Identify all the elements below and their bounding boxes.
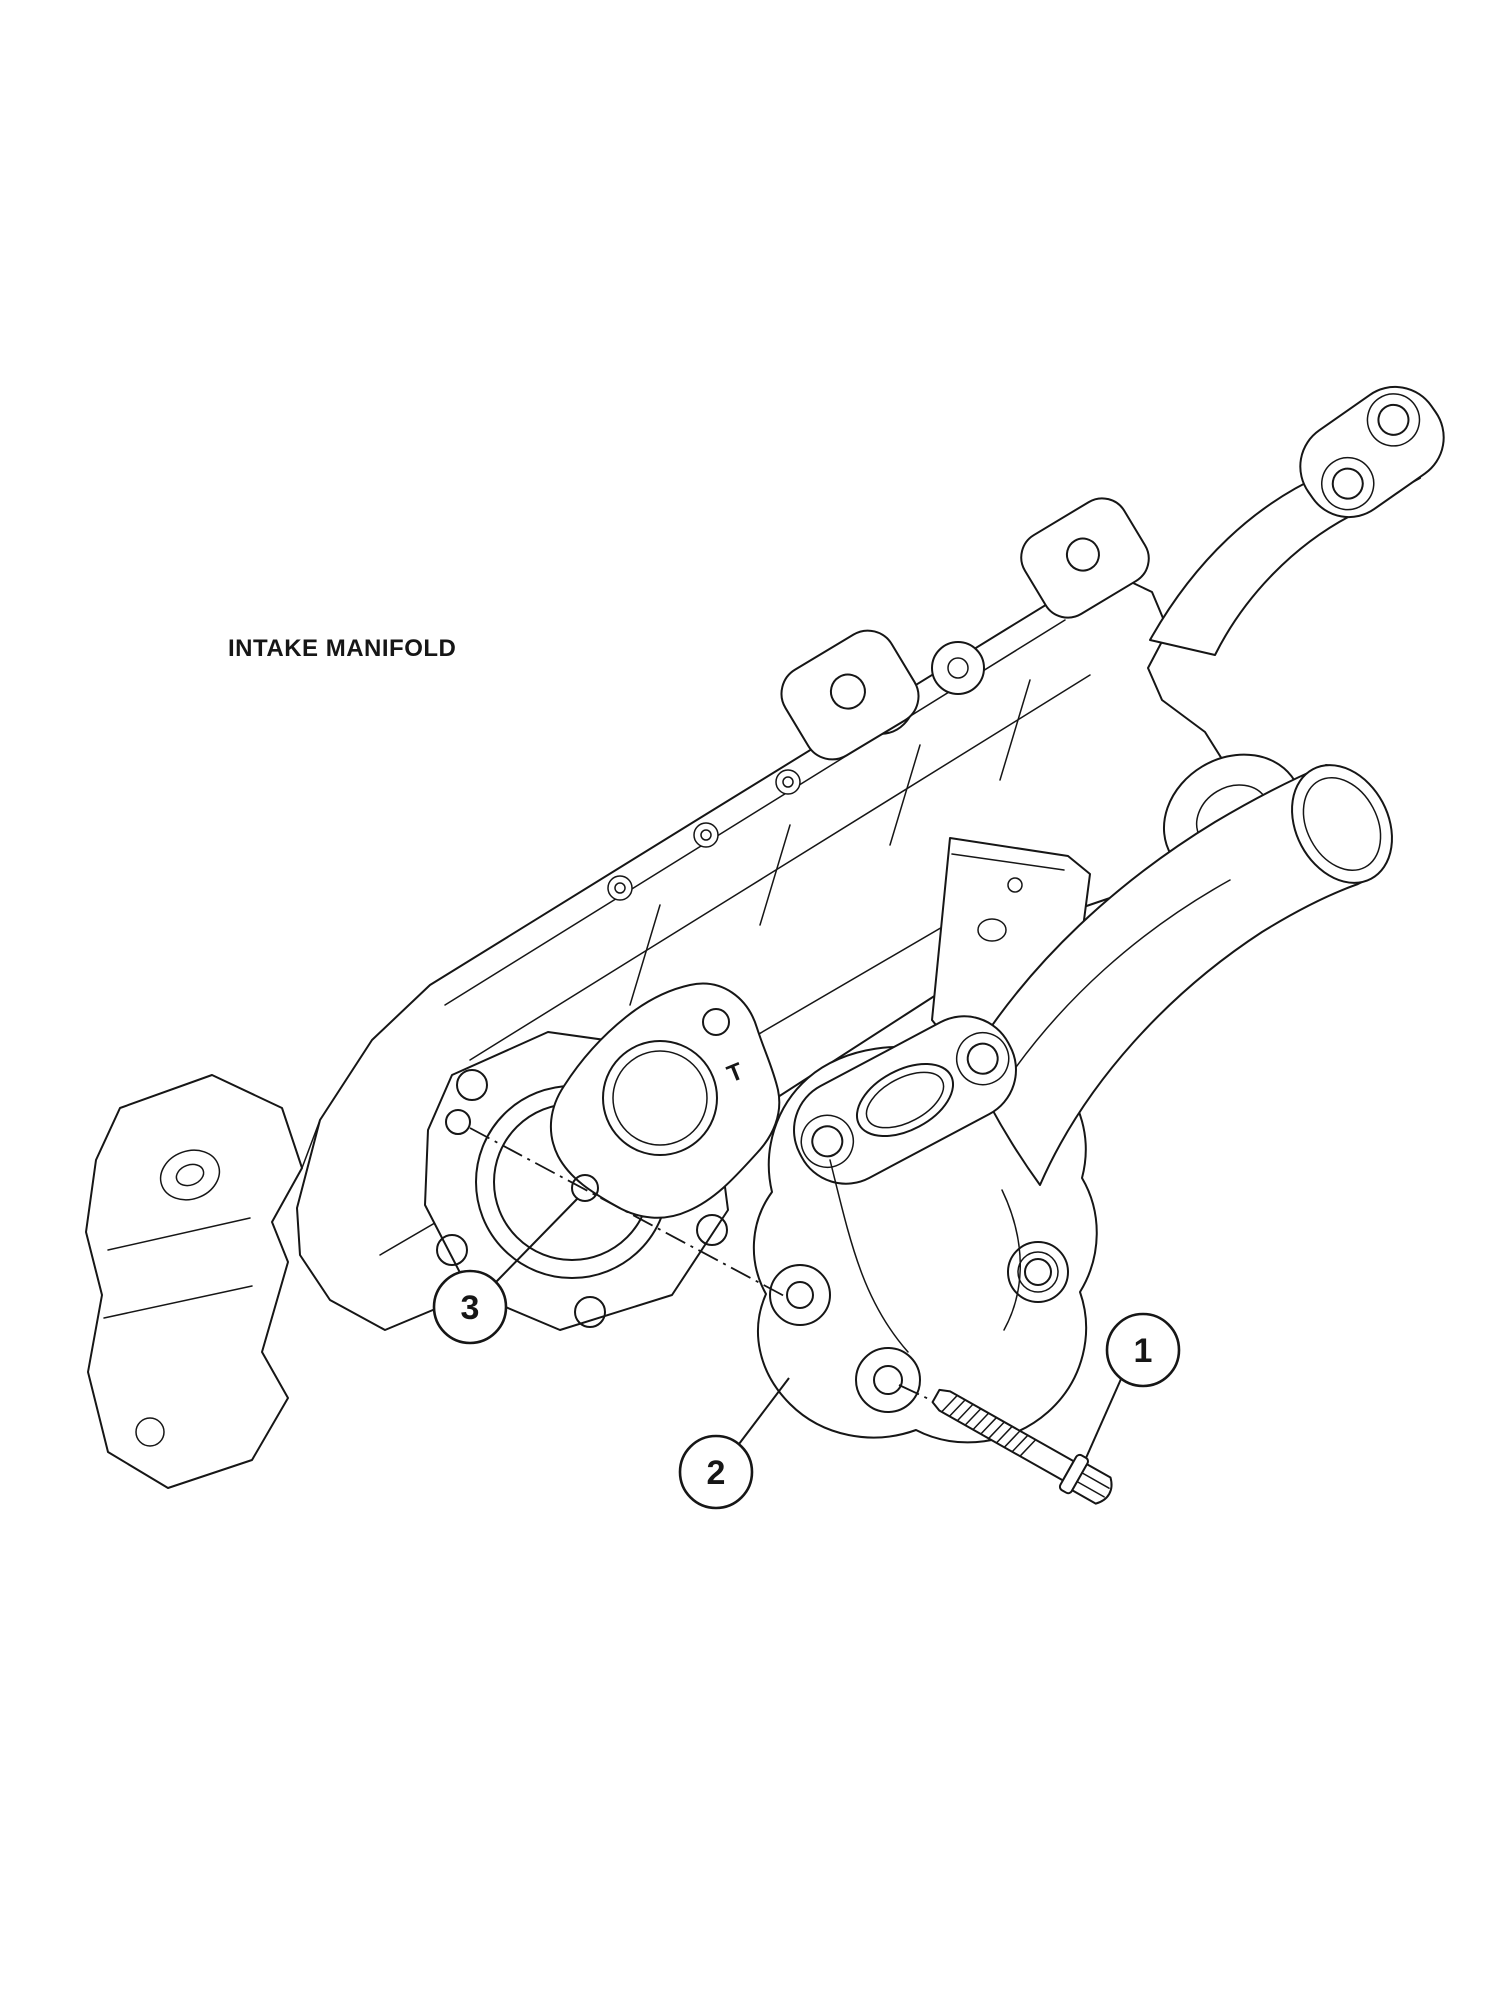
callout-2-leader: [738, 1377, 790, 1445]
assembly-axis-line-gasket: [469, 1127, 789, 1299]
housing-right-boss: [1007, 1241, 1069, 1303]
manifold-rib-lines: [629, 679, 1031, 1006]
intake-manifold-label: INTAKE MANIFOLD: [228, 635, 456, 662]
gasket-bore-inner: [612, 1050, 708, 1146]
outlet-opening-rim: [1291, 764, 1393, 884]
gasket-drawing: T: [549, 982, 781, 1219]
manifold-port-holes: [607, 769, 801, 901]
thermostat-housing-drawing: [752, 764, 1393, 1444]
callout-3-circle[interactable]: [432, 1269, 508, 1345]
housing-lower-left-ear: [769, 1264, 831, 1326]
gasket-outline: [549, 982, 781, 1219]
housing-bottom-ear: [855, 1347, 921, 1413]
callout-1-balloon[interactable]: 1: [1105, 1312, 1181, 1388]
manifold-left-bracket: [85, 1074, 321, 1489]
bolt-threads: [941, 1395, 1036, 1457]
callout-1-circle[interactable]: [1105, 1312, 1181, 1388]
gasket-bore-outer: [602, 1040, 718, 1156]
housing-tube-contour: [999, 879, 1231, 1091]
intake-manifold-drawing: [85, 385, 1445, 1489]
callout-2-circle[interactable]: [678, 1434, 754, 1510]
manifold-lug-b: [1020, 497, 1150, 619]
bolt-hex-facets: [1076, 1472, 1110, 1498]
gasket-bolt-hole-top: [702, 1008, 730, 1036]
flange-bolt-drawing: [931, 1388, 1113, 1505]
manifold-lug-a: [780, 629, 920, 761]
outlet-opening-bore: [1302, 776, 1382, 872]
callout-1-leader: [1085, 1378, 1122, 1459]
callout-3-number: 3: [461, 1289, 480, 1327]
callout-3-leader: [495, 1197, 579, 1283]
manifold-top-bracket: [1299, 385, 1445, 519]
callout-1-number: 1: [1134, 1332, 1153, 1370]
assembly-axis-line-bolt: [898, 1384, 934, 1402]
callout-2-balloon[interactable]: 2: [678, 1434, 754, 1510]
callout-3-balloon[interactable]: 3: [432, 1269, 508, 1345]
gasket-bolt-hole-bottom: [571, 1174, 599, 1202]
callout-2-number: 2: [707, 1454, 726, 1492]
bolt-hex-head: [1071, 1463, 1113, 1505]
housing-front-flange: [793, 1015, 1017, 1185]
housing-contour-lines: [829, 1159, 1021, 1353]
